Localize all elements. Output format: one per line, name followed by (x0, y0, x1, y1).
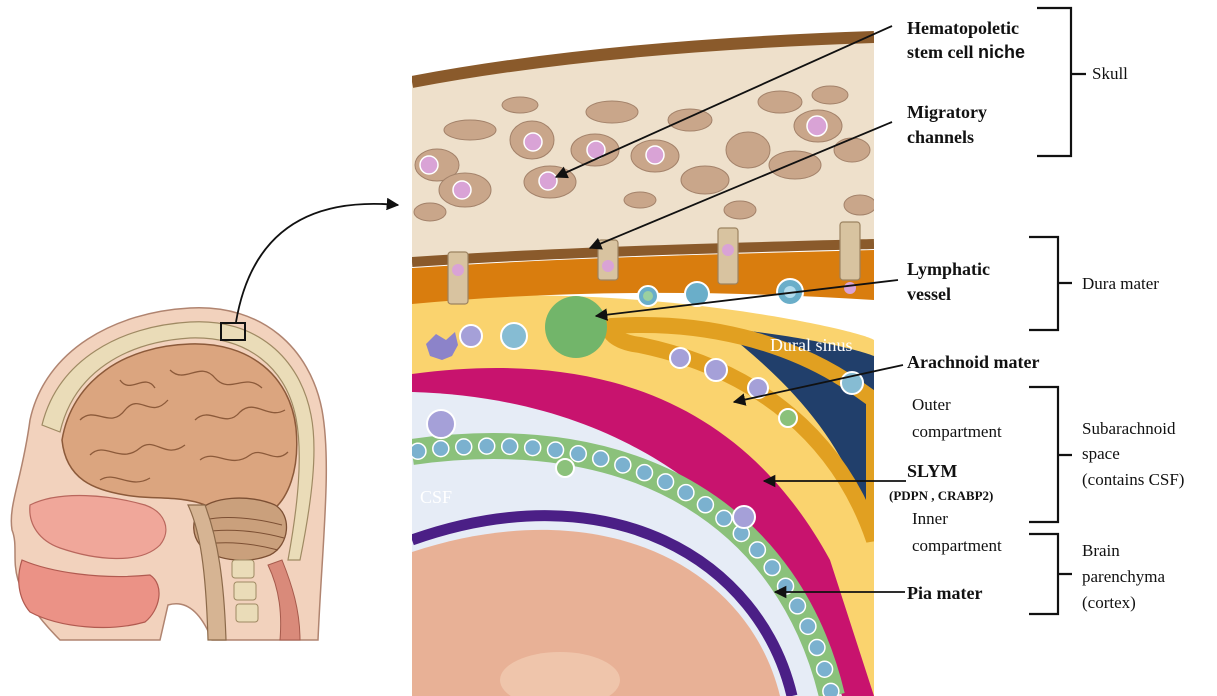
slym-cell (749, 542, 765, 558)
slym-markers-label: (PDPN , CRABP2) (889, 488, 993, 503)
slym-cell (658, 474, 674, 490)
slym-cell (456, 439, 472, 455)
slym-cell (636, 465, 652, 481)
subarachnoid-bracket (1029, 387, 1072, 522)
slym-cell (433, 441, 449, 457)
outer-compartment-label-1: Outer (912, 395, 951, 414)
brain-label-3: (cortex) (1082, 593, 1136, 612)
zoom-arrow (236, 204, 398, 322)
slym-cell (615, 457, 631, 473)
skull-bracket-label: Skull (1092, 64, 1128, 83)
subarachnoid-label-3: (contains CSF) (1082, 470, 1184, 489)
slym-cell (764, 560, 780, 576)
bracket-groups: Skull Dura mater Subarachnoid space (con… (1029, 8, 1184, 614)
slym-cell (570, 446, 586, 462)
pia-label: Pia mater (907, 583, 982, 603)
slym-cell (800, 618, 816, 634)
hematopoietic-label-2: stem cell niche (907, 42, 1025, 62)
slym-cell (817, 661, 833, 677)
head-sagittal-illustration (11, 308, 326, 640)
dura-bracket (1029, 237, 1072, 330)
slym-cell (678, 485, 694, 501)
migratory-label-1: Migratory (907, 102, 987, 122)
arachnoid-label: Arachnoid mater (907, 352, 1039, 372)
slym-cell (823, 683, 839, 696)
slym-cell (593, 451, 609, 467)
slym-cell (697, 497, 713, 513)
dural-sinus-label: Dural sinus (770, 335, 853, 355)
subarachnoid-label-1: Subarachnoid (1082, 419, 1176, 438)
slym-cell (716, 510, 732, 526)
migratory-label-2: channels (907, 127, 974, 147)
slym-cell (479, 438, 495, 454)
brain-label-2: parenchyma (1082, 567, 1166, 586)
lymphatic-label-1: Lymphatic (907, 259, 990, 279)
lymphatic-vessel (545, 296, 607, 358)
hematopoietic-label-1: Hematopoletic (907, 18, 1019, 38)
slym-cell (548, 442, 564, 458)
outer-compartment-label-2: compartment (912, 422, 1002, 441)
slym-cell (410, 443, 426, 459)
slym-cell (502, 438, 518, 454)
slym-cell (809, 640, 825, 656)
skull-bracket (1037, 8, 1086, 156)
brain-bracket (1029, 534, 1072, 614)
brain-label-1: Brain (1082, 541, 1120, 560)
lymphatic-label-2: vessel (907, 284, 951, 304)
csf-label: CSF (420, 487, 452, 507)
inner-compartment-label-2: compartment (912, 536, 1002, 555)
slym-cell (789, 598, 805, 614)
slym-cell (525, 440, 541, 456)
inner-compartment-label-1: Inner (912, 509, 948, 528)
slym-label: SLYM (907, 461, 957, 481)
dura-bracket-label: Dura mater (1082, 274, 1159, 293)
subarachnoid-label-2: space (1082, 444, 1120, 463)
structure-labels: Hematopoletic stem cell niche Migratory … (889, 18, 1039, 603)
